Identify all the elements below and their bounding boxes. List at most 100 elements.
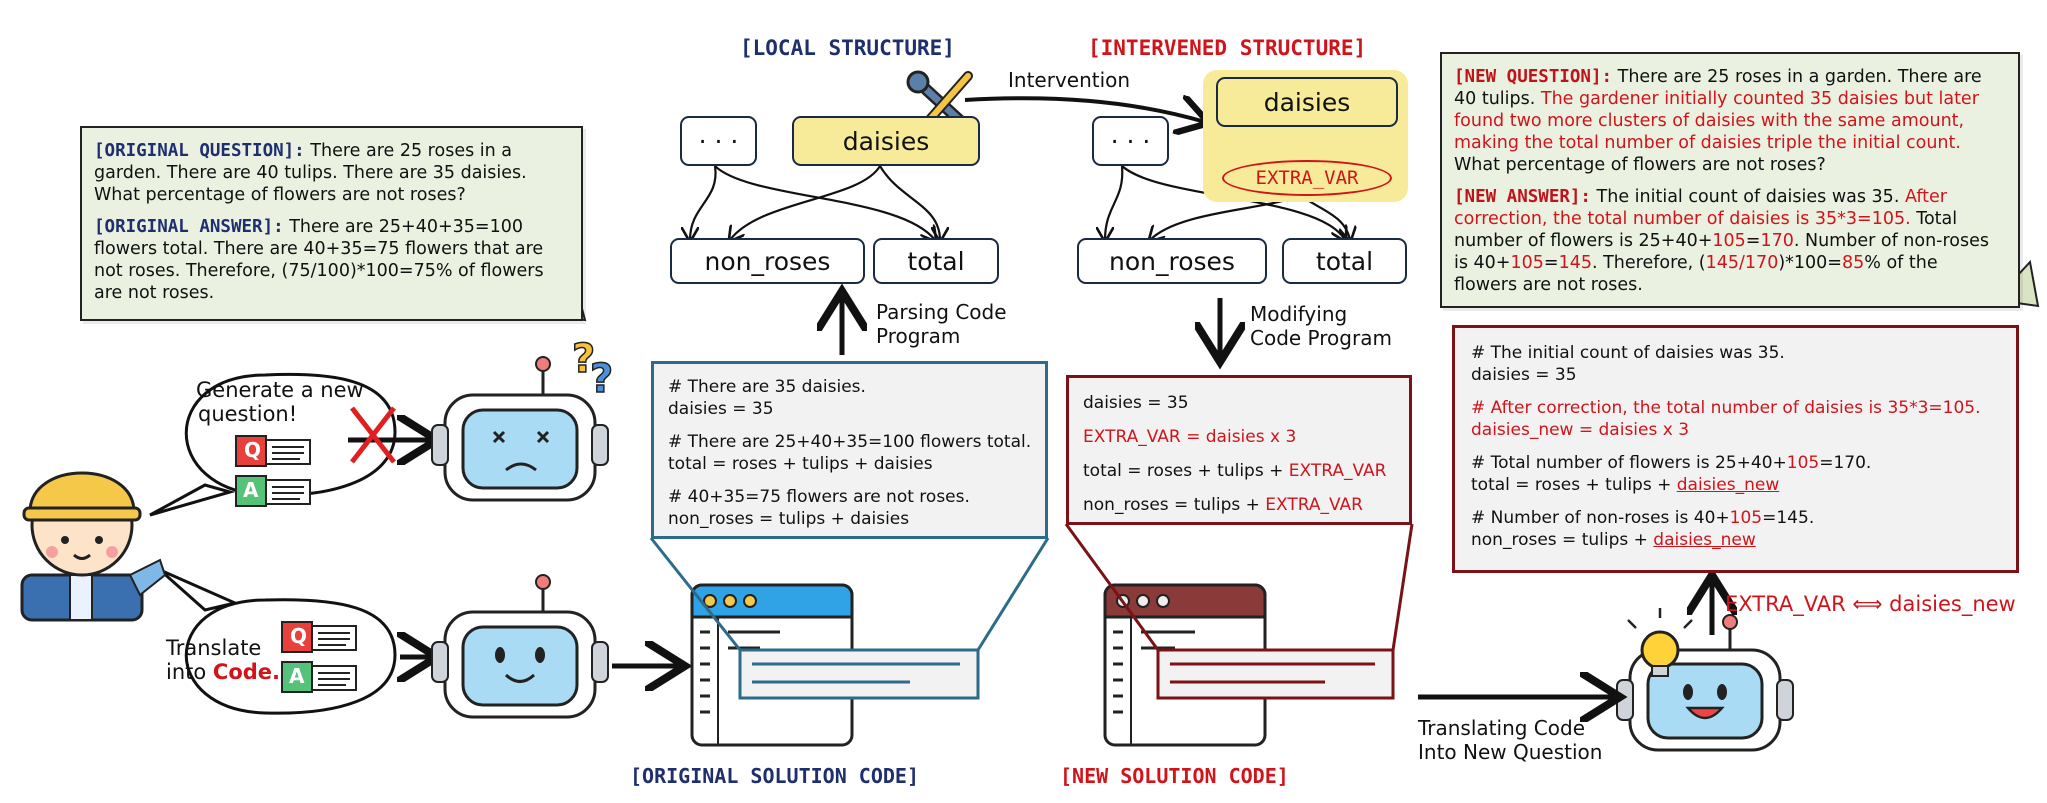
bubble-bottom-line2-prefix: into [166, 660, 213, 684]
local-structure-title: [LOCAL STRUCTURE] [740, 36, 955, 60]
modifying-label-line2: Code Program [1250, 326, 1392, 350]
modified-code-line-1: daisies = 35 [1083, 393, 1189, 413]
new-code-line-5-suffix: =170. [1819, 453, 1872, 473]
modified-code-line-4: non_roses = tulips + EXTRA_VAR [1083, 494, 1395, 516]
modifying-label: Modifying Code Program [1250, 302, 1392, 350]
new-code-line-4: daisies_new = daisies x 3 [1471, 420, 1690, 440]
original-code-line: # There are 35 daisies. [668, 377, 866, 397]
local-node-ellipsis: · · · [680, 116, 757, 166]
qa-q-letter-bottom: Q [290, 624, 308, 648]
new-code-line-7-prefix: # Number of non-roses is 40+ [1471, 508, 1730, 528]
parsing-label: Parsing Code Program [876, 300, 1007, 348]
translating-label-line2: Into New Question [1418, 740, 1603, 764]
new-question-added-text: The gardener initially counted 35 daisie… [1454, 89, 1979, 153]
new-answer-p6: = [1543, 253, 1559, 273]
original-code-line: # There are 25+40+35=100 flowers total. [668, 432, 1032, 452]
bubble-bottom-text: Translate into Code. [166, 636, 280, 684]
intervention-arrow [964, 98, 1205, 122]
modified-code-line-3-var: EXTRA_VAR [1288, 461, 1387, 481]
intervened-node-daisies: daisies [1216, 77, 1398, 127]
new-answer-p1: The initial count of daisies was 35. [1596, 187, 1900, 207]
new-code-line-1: # The initial count of daisies was 35. [1471, 343, 1785, 363]
engineer-avatar [20, 471, 167, 622]
qa-q-letter-top: Q [244, 438, 262, 462]
local-node-daisies: daisies [792, 116, 980, 166]
intervened-structure-title: [INTERVENED STRUCTURE] [1088, 36, 1367, 60]
new-question-text: There are 25 roses in a garden. There ar… [1454, 67, 1982, 109]
new-code-box: # The initial count of daisies was 35. d… [1452, 325, 2019, 573]
new-answer-p4: = [1745, 231, 1761, 251]
new-answer-p5: . Number of non-roses is 40+ [1454, 231, 1990, 273]
robot-idea-icon [1616, 608, 1794, 752]
new-answer-p9: % of the flowers are not roses. [1454, 253, 1938, 295]
modified-code-line-3: total = roses + tulips + EXTRA_VAR [1083, 460, 1395, 482]
modified-code-box: daisies = 35 EXTRA_VAR = daisies x 3 tot… [1066, 375, 1412, 525]
new-answer-p3: Total number of flowers is 25+40+ [1454, 209, 1958, 251]
new-qa-note: [NEW QUESTION]: There are 25 roses in a … [1440, 52, 2020, 308]
original-code-line: daisies = 35 [668, 399, 774, 419]
new-answer-p8: )*100= [1778, 253, 1842, 273]
new-answer-p2: After correction, the total number of da… [1454, 187, 1947, 229]
parsing-label-line2: Program [876, 324, 961, 348]
new-code-line-3: # After correction, the total number of … [1471, 398, 1981, 418]
intervened-node-ellipsis: · · · [1092, 116, 1169, 166]
new-answer-p3-red: 105 [1712, 231, 1746, 251]
original-code-line: # 40+35=75 flowers are not roses. [668, 487, 970, 507]
new-question-label: [NEW QUESTION]: [1454, 67, 1613, 87]
qa-document-icon-bottom [281, 621, 357, 693]
new-answer-p7-red: 145/170 [1705, 253, 1779, 273]
local-node-non-roses: non_roses [670, 238, 865, 284]
intervention-label: Intervention [1008, 68, 1131, 92]
translating-label-line1: Translating Code [1418, 716, 1585, 740]
new-code-line-8: non_roses = tulips + daisies_new [1471, 529, 2000, 551]
modified-code-line-3-prefix: total = roses + tulips + [1083, 461, 1289, 481]
original-question-text: There are 25 roses in a garden. There ar… [94, 141, 527, 205]
bubble-top-text: Generate a new question! [196, 378, 364, 426]
original-question-label: [ORIGINAL QUESTION]: [94, 141, 305, 161]
modifying-label-line1: Modifying [1250, 302, 1348, 326]
original-answer-text: There are 25+40+35=100 flowers total. Th… [94, 217, 544, 303]
intervened-node-extra-var: EXTRA_VAR [1222, 160, 1392, 196]
bubble-top-line2: question! [198, 402, 298, 426]
intervened-node-total: total [1282, 238, 1407, 284]
qa-a-letter-top: A [243, 478, 259, 502]
new-code-line-7-red: 105 [1729, 508, 1763, 528]
new-code-line-8-prefix: non_roses = tulips + [1471, 530, 1654, 550]
robot-happy-icon [431, 574, 609, 719]
new-code-line-5: # Total number of flowers is 25+40+105=1… [1471, 452, 2000, 474]
parsing-label-line1: Parsing Code [876, 300, 1007, 324]
local-node-total: total [873, 238, 999, 284]
intervened-node-non-roses: non_roses [1077, 238, 1267, 284]
new-answer-p4-red: 170 [1760, 231, 1794, 251]
modified-code-line-2: EXTRA_VAR = daisies x 3 [1083, 427, 1297, 447]
original-qa-note: [ORIGINAL QUESTION]: There are 25 roses … [80, 126, 583, 321]
new-code-line-7-suffix: =145. [1762, 508, 1815, 528]
svg-text:?: ? [572, 336, 595, 382]
new-answer-p7: . Therefore, ( [1591, 253, 1706, 273]
svg-text:?: ? [590, 356, 613, 402]
bubble-top-line1: Generate a new [196, 378, 364, 402]
new-code-zoom [1156, 648, 1395, 700]
modified-code-line-4-var: EXTRA_VAR [1265, 495, 1363, 515]
qa-document-icon-top [235, 435, 311, 507]
new-code-line-6-prefix: total = roses + tulips + [1471, 475, 1677, 495]
translating-label: Translating Code Into New Question [1418, 716, 1602, 764]
original-code-box: # There are 35 daisies. daisies = 35 # T… [651, 361, 1048, 539]
new-answer-p8-red: 85 [1841, 253, 1865, 273]
new-code-line-2: daisies = 35 [1471, 365, 1577, 385]
new-code-line-6-var: daisies_new [1676, 475, 1780, 495]
new-code-line-6: total = roses + tulips + daisies_new [1471, 474, 2000, 496]
original-code-line: non_roses = tulips + daisies [668, 509, 910, 529]
qa-a-letter-bottom: A [289, 664, 305, 688]
original-code-zoom [738, 648, 980, 700]
new-question-tail: What percentage of flowers are not roses… [1454, 155, 1826, 175]
original-solution-code-label: [ORIGINAL SOLUTION CODE] [630, 764, 919, 788]
new-answer-p5-red: 105 [1510, 253, 1544, 273]
new-code-line-5-red: 105 [1786, 453, 1820, 473]
bubble-bottom-line1: Translate [166, 636, 262, 660]
new-solution-code-label: [NEW SOLUTION CODE] [1060, 764, 1289, 788]
new-code-line-5-prefix: # Total number of flowers is 25+40+ [1471, 453, 1787, 473]
new-code-line-7: # Number of non-roses is 40+105=145. [1471, 507, 2000, 529]
cross-icon [350, 406, 396, 464]
